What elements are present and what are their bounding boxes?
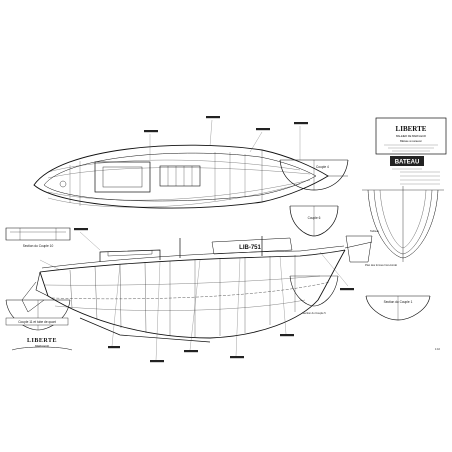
title-block: LIBERTE BALEIER DE BARFLEUR Bâtisse à re… [375,117,447,155]
section-couple-10-label: Section du Couple 10 [23,244,54,248]
leader-lines [39,119,349,361]
section-couple-mid-label: Couple 6 [308,216,321,220]
scale-label: 1:10 [435,347,441,351]
section-couple-5-label: Section du Couple 5 [302,311,326,315]
title-block-subtitle: BALEIER DE BARFLEUR [396,134,426,138]
bateau-logo-text: BATEAU [395,159,420,165]
section-couple-5-detail [289,275,339,307]
hull-nameboard: LIB-751 [211,237,293,255]
bottom-left-title: LIBERTE BARFLEUR [11,338,73,351]
side-profile-view [21,236,373,343]
title-block-title: LIBERTE [396,125,427,133]
bateau-logo: BATEAU [390,156,424,170]
section-couple-1 [365,295,431,321]
title-block-line1: Bâtisse à restaurer [400,139,422,143]
section-couple-mid [289,205,339,237]
section-couple-11 [5,299,71,331]
section-couple-top [279,159,349,191]
bottom-left-subtitle-text: BARFLEUR [35,344,49,348]
body-plan-label: Plan des formes hors-bordé [365,263,398,267]
section-couple-top-label: Couple 4 [316,165,329,169]
tableau-label: Tableau [370,229,380,233]
body-plan-view [362,186,444,262]
annotation-marks [74,116,354,363]
section-couple-10 [5,227,71,241]
hull-name-text: LIB-751 [239,245,261,251]
deck-plan-view [33,144,348,209]
section-couple-11-label: Couple 11 et tube de quart [18,320,56,324]
bottom-left-title-text: LIBERTE [27,338,57,344]
section-couple-1-label: Section du Couple 1 [384,300,413,304]
dimension-table [400,171,440,185]
tableau-view [345,235,373,263]
